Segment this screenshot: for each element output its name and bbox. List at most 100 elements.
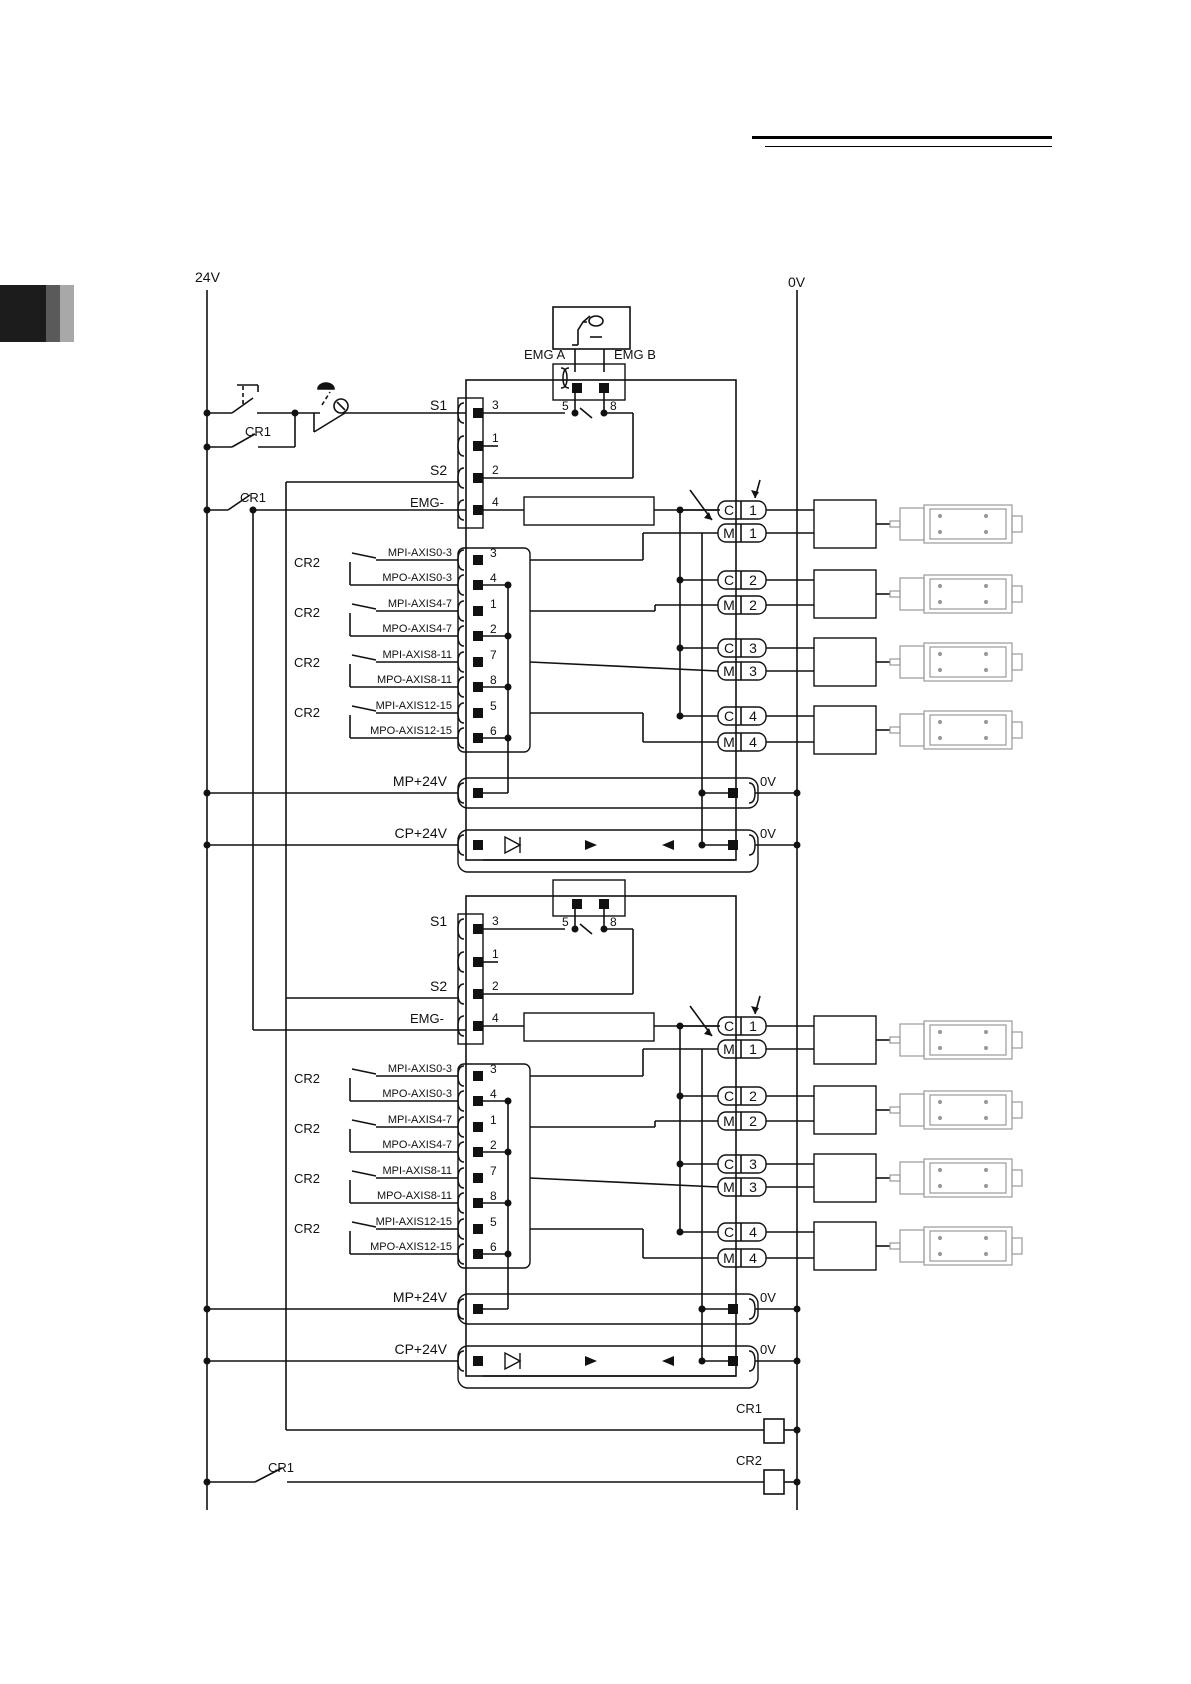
motor-screw [983,719,989,725]
junction-dot [203,841,211,849]
cp-connector [457,829,759,873]
motor-body-inner [929,1230,1007,1262]
pin-number: 2 [490,1138,497,1152]
motor-screw [983,735,989,741]
connector-socket [457,983,465,1005]
terminal-pin [473,1122,483,1132]
terminal-pin [572,899,582,909]
diode-symbol [504,835,522,855]
motor-screw [983,529,989,535]
relay-contact [351,654,377,661]
zero-volt-label: 0V [760,826,776,841]
s-connector [457,913,484,1045]
emg-pin-number: 5 [562,915,569,929]
arrow-right [585,1356,597,1366]
terminal-pin [473,708,483,718]
terminal-pin [473,473,483,483]
pin-number: 4 [490,571,497,585]
motor-shaft [889,1174,901,1182]
amplifier-box [813,1085,877,1135]
arrow-left [662,840,674,850]
emg-pin-number: 8 [610,399,617,413]
motor-screw [937,529,943,535]
connector-socket [457,676,465,698]
channel-number: 1 [749,525,757,541]
motor-body-inner [929,578,1007,610]
motor-body [923,1226,1013,1266]
motor-screw [983,1183,989,1189]
connector-socket [748,1298,756,1320]
junction-dot [793,789,801,797]
wire [529,1177,719,1188]
motor-screw [937,1167,943,1173]
amplifier-box [813,569,877,619]
motor-shaft [889,1036,901,1044]
mpo-label: MPO-AXIS4-7 [382,1139,452,1151]
motor-connector [1011,653,1023,671]
relay-contact [351,705,377,712]
junction-dot [203,1357,211,1365]
pin-number: 2 [490,622,497,636]
connector-socket [457,549,465,571]
arrow-right [585,840,597,850]
pin-number: 6 [490,724,497,738]
relay-contact [351,1221,377,1228]
arrow-left [662,1356,674,1366]
connector-socket [457,918,465,940]
chapter-tab-mid [46,285,60,342]
cp-24v-label: CP+24V [394,825,447,841]
diode-symbol [504,1351,522,1371]
motor-body-inner [929,714,1007,746]
m-letter: M [723,1250,735,1266]
arrow-head [751,1006,759,1014]
mpo-label: MPO-AXIS0-3 [382,1088,452,1100]
motor-flange [899,1229,925,1263]
motor-screw [937,1183,943,1189]
s2-label: S2 [430,978,447,994]
channel-number: 4 [749,1224,757,1240]
wire [529,661,719,672]
connector-socket [457,1090,465,1112]
motor-screw [937,1235,943,1241]
motor-body [923,504,1013,544]
emg-circuit-block [523,1012,655,1042]
emg-switch-box [552,306,631,350]
motor-shaft [889,1106,901,1114]
connector-socket [457,1015,465,1037]
motor-screw [983,513,989,519]
mp-24v-label: MP+24V [393,1289,448,1305]
motor-connector [1011,1101,1023,1119]
emg-switch-symbol [577,315,604,345]
terminal-pin [473,1071,483,1081]
junction-dot [600,925,608,933]
terminal-pin [473,1096,483,1106]
cr1-selfhold-label: CR1 [245,424,271,439]
relay-contact [351,1068,377,1075]
pin-number: 2 [492,463,499,477]
c-letter: C [724,502,734,518]
controller-body [465,895,737,1377]
motor-screw [937,667,943,673]
pin-number: 3 [490,546,497,560]
motor-flange [899,713,925,747]
motor-screw [983,1045,989,1051]
emg-pin-number: 5 [562,399,569,413]
channel-number: 3 [749,663,757,679]
motor-body [923,574,1013,614]
terminal-pin [473,682,483,692]
connector-socket [457,1243,465,1265]
mpi-label: MPI-AXIS0-3 [388,547,452,559]
connector-socket [457,600,465,622]
terminal-pin [473,733,483,743]
coil-cr2-label: CR2 [736,1453,762,1468]
motor-screw [937,513,943,519]
terminal-pin [473,505,483,515]
servo-motor [889,710,1023,750]
amplifier-box [813,1221,877,1271]
terminal-pin [473,1249,483,1259]
connector-socket [457,467,465,489]
io-connector [457,1063,531,1269]
pin-number: 5 [490,1215,497,1229]
